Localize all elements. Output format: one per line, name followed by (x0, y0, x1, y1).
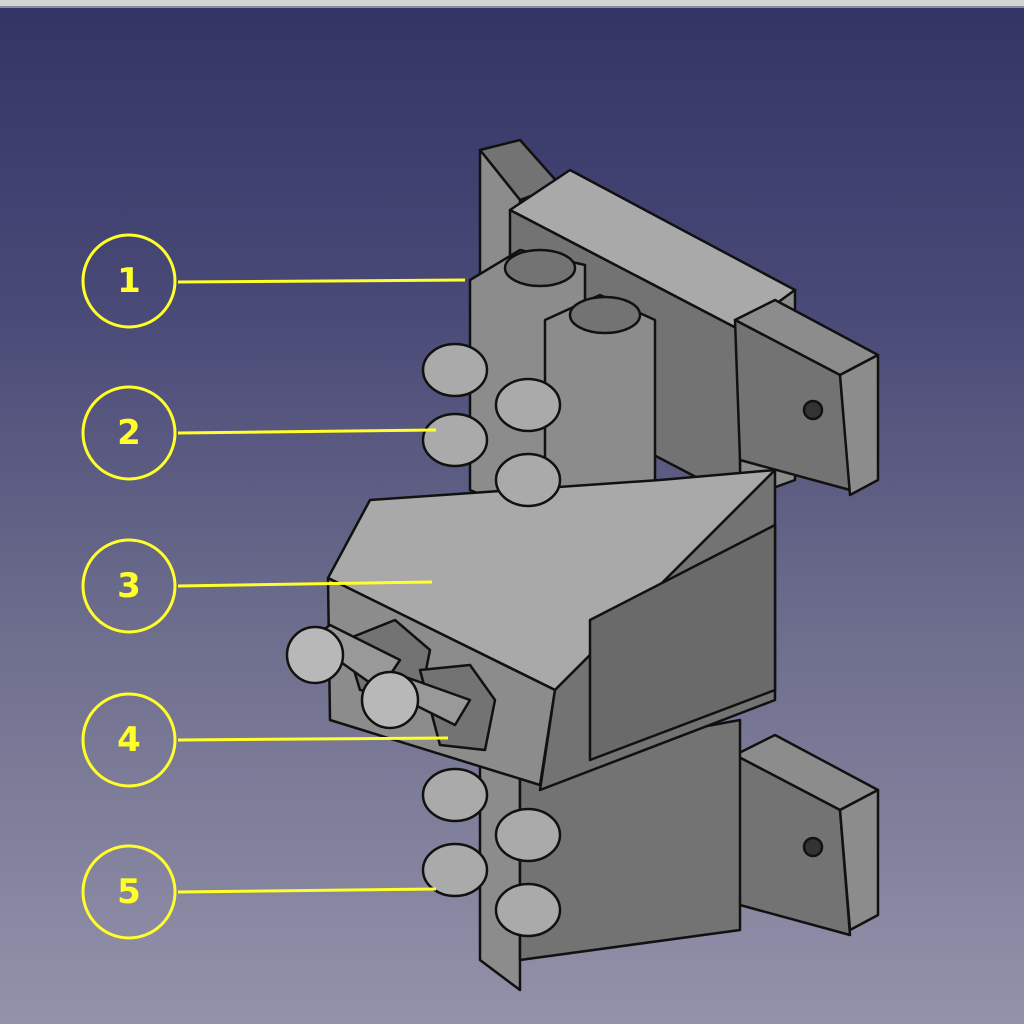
balloon-3[interactable]: 3 (81, 538, 433, 634)
balloon-label: 3 (117, 566, 141, 606)
balloon-label: 5 (117, 872, 141, 912)
balloon-1[interactable]: 1 (81, 233, 466, 329)
balloon-4[interactable]: 4 (81, 692, 449, 788)
model-view: 1 2 3 4 5 (81, 138, 880, 992)
window-top-bar (0, 0, 1024, 8)
balloon-label: 4 (117, 720, 141, 760)
model-assembly (285, 138, 880, 992)
3d-viewport[interactable]: 1 2 3 4 5 (0, 8, 1024, 1024)
balloon-label: 1 (117, 261, 141, 301)
balloon-2[interactable]: 2 (81, 385, 437, 481)
balloon-5[interactable]: 5 (81, 844, 437, 940)
balloon-label: 2 (117, 413, 141, 453)
